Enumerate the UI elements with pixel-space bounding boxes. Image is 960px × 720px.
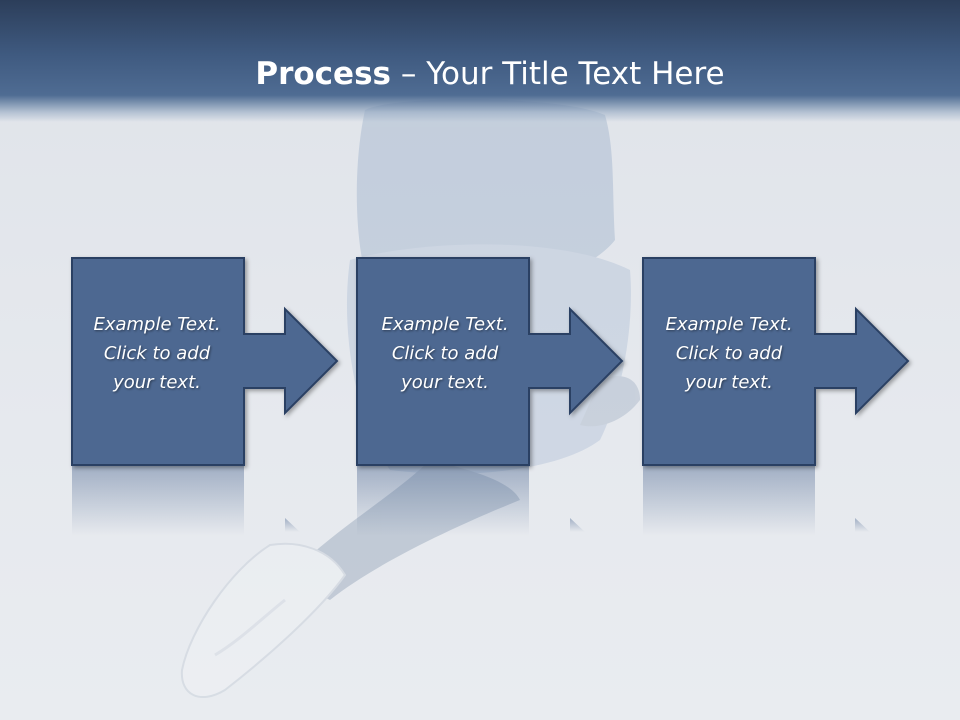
title-text: Your Title Text Here [426,56,725,92]
step-3-shape[interactable] [642,257,910,466]
step-3-reflection [643,466,815,536]
step-1-reflection [72,466,244,536]
figure-shoe [180,542,347,699]
reflection-group [72,466,870,536]
slide-title: Process – Your Title Text Here [0,52,960,96]
title-dash: – [391,56,427,92]
step-1-shape[interactable] [71,257,339,466]
title-bar: Process – Your Title Text Here [0,0,960,122]
step-1-text[interactable]: Example Text. Click to add your text. [93,314,221,393]
step-3-text[interactable]: Example Text. Click to add your text. [665,314,793,393]
title-bold: Process [255,56,391,92]
step-2-text[interactable]: Example Text. Click to add your text. [381,314,509,393]
figure-rear-leg [580,376,640,427]
figure-shirt [356,99,615,298]
step-2-shape[interactable] [356,257,624,466]
step-2-reflection [357,466,529,536]
